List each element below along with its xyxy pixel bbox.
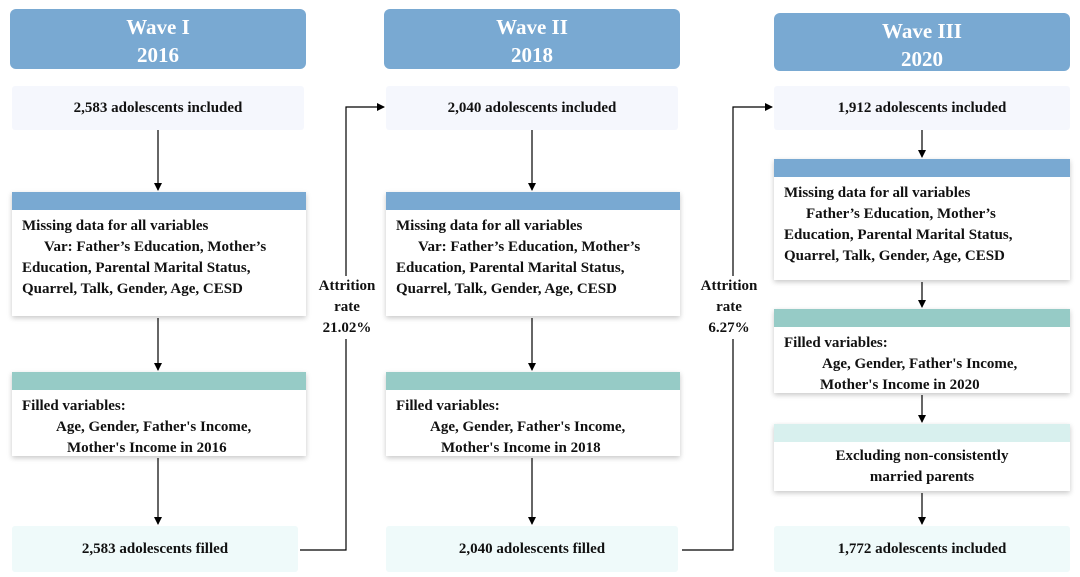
wave-3-excluding-line: married parents	[869, 469, 975, 485]
attrition-label-2: Attrition rate 6.27%	[697, 276, 761, 339]
wave-3-included-text: 1,912 adolescents included	[837, 99, 1007, 116]
wave-1-missing-bar	[12, 192, 306, 210]
wave-1-filled-bar	[12, 372, 306, 390]
wave-3-missing-line: Quarrel, Talk, Gender, Age, CESD	[784, 248, 1005, 264]
wave-1-year: 2016	[137, 43, 179, 67]
attrition-line: 6.27%	[708, 320, 750, 336]
attrition-line: rate	[716, 299, 742, 315]
wave-3-filled-line: Age, Gender, Father's Income,	[822, 356, 1018, 372]
wave-3-header: Wave III 2020	[774, 13, 1070, 71]
wave-1-missing-line: Var: Father’s Education, Mother’s	[44, 239, 267, 255]
wave-2-title: Wave II	[496, 15, 568, 39]
wave-1-filled-line: Mother's Income in 2016	[67, 440, 227, 456]
wave-3-final-text: 1,772 adolescents included	[837, 540, 1007, 557]
wave-3-final: 1,772 adolescents included	[774, 526, 1070, 572]
wave-2-final-text: 2,040 adolescents filled	[458, 540, 606, 557]
wave-2-filled-line: Age, Gender, Father's Income,	[430, 419, 626, 435]
wave-2-header: Wave II 2018	[384, 9, 680, 69]
wave-2-missing-line: Var: Father’s Education, Mother’s	[418, 239, 641, 255]
attrition-line: Attrition	[318, 278, 376, 294]
wave-3-excluding-box: Excluding non-consistently married paren…	[774, 424, 1070, 491]
wave-1-header: Wave I 2016	[10, 9, 306, 69]
wave-1-final: 2,583 adolescents filled	[12, 526, 298, 572]
wave-3-filled-line: Mother's Income in 2020	[820, 377, 980, 393]
wave-3-excluding-bar	[774, 424, 1070, 442]
wave-2-filled-box: Filled variables: Age, Gender, Father's …	[386, 372, 680, 456]
attrition-line: Attrition	[700, 278, 758, 294]
attrition-line: rate	[334, 299, 360, 315]
wave-3-filled-box: Filled variables: Age, Gender, Father's …	[774, 309, 1070, 393]
wave-1-filled-line: Age, Gender, Father's Income,	[56, 419, 252, 435]
wave-3-filled-bar	[774, 309, 1070, 327]
wave-2-missing-line: Education, Parental Marital Status,	[396, 260, 625, 276]
wave-3-missing-line: Education, Parental Marital Status,	[784, 227, 1013, 243]
wave-2-final: 2,040 adolescents filled	[386, 526, 678, 572]
wave-3-title: Wave III	[882, 19, 962, 43]
wave-2-year: 2018	[511, 43, 553, 67]
wave-3-missing-title: Missing data for all variables	[784, 185, 971, 201]
wave-1-missing-box: Missing data for all variables Var: Fath…	[12, 192, 306, 316]
wave-3-missing-line: Father’s Education, Mother’s	[806, 206, 996, 222]
wave-1-filled-box: Filled variables: Age, Gender, Father's …	[12, 372, 306, 456]
wave-1-final-text: 2,583 adolescents filled	[81, 540, 229, 557]
wave-2-filled-bar	[386, 372, 680, 390]
wave-2-filled-line: Mother's Income in 2018	[441, 440, 601, 456]
wave-2-included: 2,040 adolescents included	[386, 86, 678, 130]
wave-1-title: Wave I	[126, 15, 190, 39]
wave-2-missing-box: Missing data for all variables Var: Fath…	[386, 192, 680, 316]
wave-2-filled-title: Filled variables:	[396, 398, 500, 414]
wave-2-missing-title: Missing data for all variables	[396, 218, 583, 234]
attrition-line: 21.02%	[322, 320, 372, 336]
wave-1-filled-title: Filled variables:	[22, 398, 126, 414]
wave-1-missing-line: Quarrel, Talk, Gender, Age, CESD	[22, 281, 243, 297]
wave-3-excluding-line: Excluding non-consistently	[835, 448, 1009, 464]
wave-1-included-text: 2,583 adolescents included	[73, 99, 243, 116]
wave-1-missing-line: Education, Parental Marital Status,	[22, 260, 251, 276]
wave-2-missing-bar	[386, 192, 680, 210]
wave-2-missing-line: Quarrel, Talk, Gender, Age, CESD	[396, 281, 617, 297]
wave-2-included-text: 2,040 adolescents included	[447, 99, 617, 116]
wave-3-included: 1,912 adolescents included	[774, 86, 1070, 130]
wave-1-missing-title: Missing data for all variables	[22, 218, 209, 234]
wave-3-missing-bar	[774, 159, 1070, 177]
wave-3-year: 2020	[901, 47, 943, 71]
wave-1-included: 2,583 adolescents included	[12, 86, 304, 130]
wave-3-missing-box: Missing data for all variables Father’s …	[774, 159, 1070, 280]
attrition-label-1: Attrition rate 21.02%	[315, 276, 379, 339]
wave-3-filled-title: Filled variables:	[784, 335, 888, 351]
